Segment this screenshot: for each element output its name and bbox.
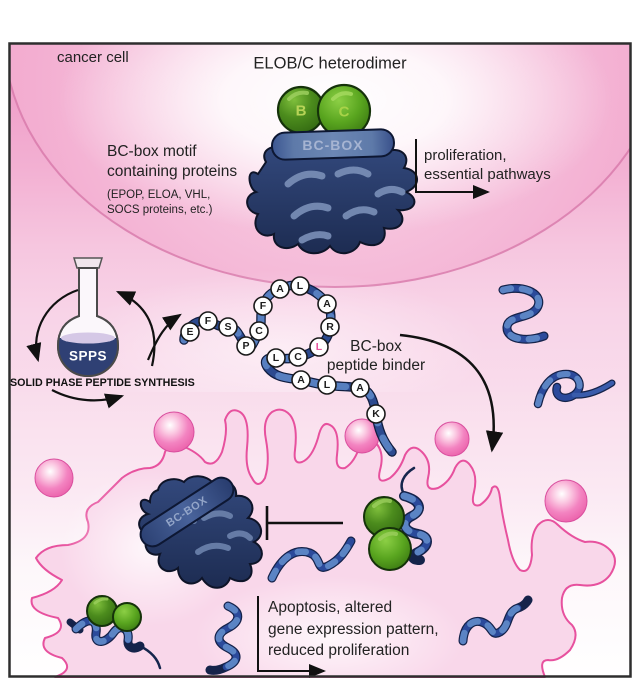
residue-letter: C (294, 351, 302, 363)
vesicles (34, 411, 588, 523)
peptide-squiggles-top (498, 283, 616, 409)
residue-letter: F (204, 315, 212, 327)
residue-letter: A (323, 298, 331, 310)
elobc-heterodimer (246, 83, 418, 255)
elob-letter: B (295, 102, 307, 120)
bcbox-pill-top (270, 128, 395, 161)
proliferation-arrow (415, 139, 490, 199)
bcbox-protein-inhibited (138, 475, 263, 589)
bcbox-proteins-label: BC-box motif containing proteins (107, 143, 238, 181)
residue-letter: K (372, 408, 380, 420)
residue-letter: R (326, 321, 334, 333)
residue-letter: L (323, 379, 331, 391)
inhibition-bar (265, 506, 343, 540)
peptide-binder-label: BC-box peptide binder (326, 338, 426, 374)
residue-letter: A (356, 382, 364, 394)
residue-letter: C (255, 325, 263, 337)
figure-border (8, 42, 632, 678)
residue-letter: E (186, 326, 194, 338)
spps-flask (56, 257, 120, 378)
eloc-letter: C (338, 103, 350, 121)
spps-caption: SOLID PHASE PEPTIDE SYNTHESIS (10, 377, 195, 389)
outcome-label: Apoptosis, altered gene expression patte… (268, 599, 439, 660)
squiggle (458, 595, 533, 646)
residue-letter: P (242, 340, 250, 352)
outcome-arrow (257, 596, 326, 678)
residue-letter: S (224, 321, 232, 333)
residue-letter: L (296, 280, 304, 292)
residue-beads (180, 276, 386, 424)
eloc-peptide-complex-left (66, 595, 162, 670)
spps-cycle-arrows (26, 288, 182, 409)
bcbox-pill-bottom (139, 476, 235, 548)
vesicle (153, 411, 195, 453)
spps-flask-label: SPPS (68, 348, 108, 364)
uptake-arrow (399, 333, 504, 453)
eloc-peptide-complex-right (363, 466, 432, 571)
bcbox-protein-top (246, 141, 418, 255)
residue-letter-highlight: L (315, 341, 323, 353)
vesicle (34, 458, 74, 498)
squiggle (205, 601, 243, 675)
bcbox-pill-top-label: BC-BOX (302, 137, 364, 153)
squiggle (267, 536, 356, 583)
squiggle (533, 369, 616, 409)
proliferation-label: proliferation, essential pathways (424, 147, 551, 183)
residue-letter: F (259, 300, 267, 312)
residue-letter: A (276, 283, 284, 295)
bcbox-peptide (179, 276, 397, 457)
peptide-squiggles-bottom (205, 536, 533, 675)
figure-title: ELOB/C heterodimer (253, 54, 407, 73)
residue-letter: L (272, 352, 280, 364)
bcbox-proteins-examples: (EPOP, ELOA, VHL, SOCS proteins, etc.) (107, 189, 213, 217)
vesicle (434, 421, 470, 457)
squiggle (498, 283, 549, 344)
vesicle (544, 479, 588, 523)
residue-letter: A (297, 374, 305, 386)
cancer-cell-label: cancer cell (57, 49, 129, 66)
